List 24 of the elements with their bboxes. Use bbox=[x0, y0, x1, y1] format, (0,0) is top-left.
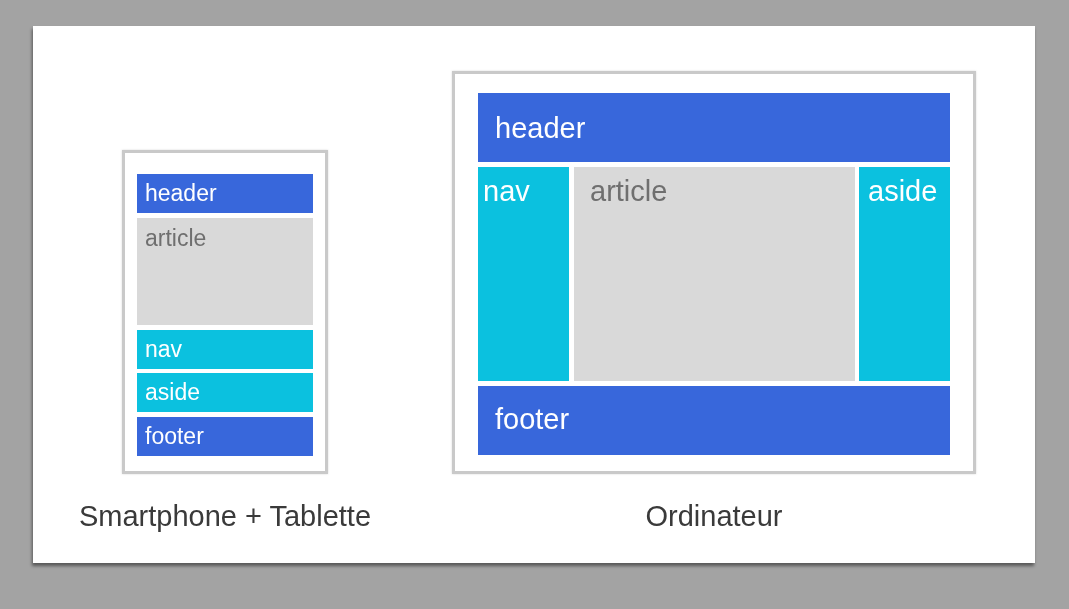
layout-region bbox=[137, 417, 313, 456]
layout-region bbox=[137, 218, 313, 325]
region-label: nav bbox=[483, 174, 531, 209]
region-label: footer bbox=[495, 402, 571, 437]
device-frame bbox=[122, 150, 328, 474]
layout-region bbox=[137, 174, 313, 213]
layout-region bbox=[137, 373, 313, 412]
layout-region bbox=[478, 93, 950, 162]
caption-text: Smartphone + Tablette bbox=[78, 499, 372, 534]
layout-region bbox=[137, 330, 313, 369]
layout-region bbox=[859, 167, 950, 381]
region-label: header bbox=[495, 111, 587, 146]
region-label: aside bbox=[868, 174, 939, 209]
region-label: article bbox=[590, 174, 669, 209]
layout-region bbox=[574, 167, 855, 381]
region-label: article bbox=[145, 224, 208, 253]
device-frame bbox=[452, 71, 976, 474]
region-label: aside bbox=[145, 378, 201, 407]
region-label: footer bbox=[145, 422, 205, 451]
layout-region bbox=[478, 167, 569, 381]
layout-region bbox=[478, 386, 950, 455]
region-label: header bbox=[145, 179, 218, 208]
caption-text: Ordinateur bbox=[645, 499, 783, 534]
region-label: nav bbox=[145, 335, 184, 364]
